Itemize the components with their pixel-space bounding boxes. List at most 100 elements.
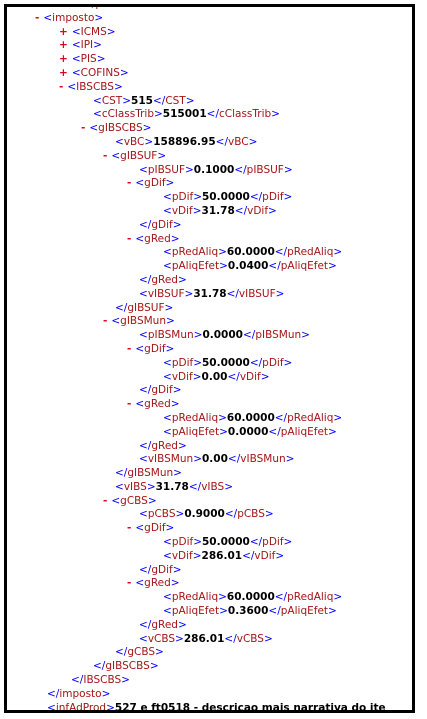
tag-name: pDif <box>171 536 194 549</box>
collapse-icon[interactable]: - <box>127 577 132 590</box>
xml-tree-row[interactable]: +<IPI> <box>7 39 412 53</box>
xml-node: -<gCBS> <box>103 495 157 509</box>
close-bracket: > <box>333 591 343 604</box>
open-bracket: < <box>111 494 121 507</box>
close-bracket: > <box>283 536 293 549</box>
xml-tree-row: </gIBSUF> <box>7 302 412 316</box>
collapse-icon[interactable]: - <box>127 177 132 190</box>
xml-tree-row[interactable]: -<gIBSCBS> <box>7 122 412 136</box>
close-bracket: > <box>122 94 132 107</box>
open-bracket: </ <box>274 591 288 604</box>
collapse-icon[interactable]: - <box>81 122 86 135</box>
xml-tree-row[interactable]: -<IBSCBS> <box>7 81 412 95</box>
open-bracket: < <box>71 66 81 79</box>
xml-tree-row[interactable]: -<gRed> <box>7 398 412 412</box>
open-bracket: </ <box>188 480 202 493</box>
expand-icon[interactable]: + <box>59 39 68 52</box>
collapse-icon[interactable]: - <box>127 232 132 245</box>
xml-tree-row: <pDif>50.0000</pDif> <box>7 357 412 371</box>
close-bracket: > <box>170 398 180 411</box>
xml-tree-row[interactable]: +<COFINS> <box>7 67 412 81</box>
closing-tag-name: pIBSMun <box>255 329 302 342</box>
expand-icon[interactable]: + <box>59 25 68 38</box>
node-value: 286.01 <box>183 632 225 645</box>
closing-tag-name: vDif <box>254 549 276 562</box>
xml-tree-row: </gRed> <box>7 440 412 454</box>
close-bracket: > <box>218 411 227 424</box>
expand-icon[interactable]: + <box>59 53 68 66</box>
collapse-icon[interactable]: - <box>103 315 108 328</box>
tag-name: gIBSMun <box>127 467 174 480</box>
xml-tree-row[interactable]: -<gRed> <box>7 577 412 591</box>
close-bracket: > <box>263 632 273 645</box>
collapse-icon[interactable]: - <box>35 11 40 24</box>
collapse-icon[interactable]: - <box>103 494 108 507</box>
xml-node: +<ICMS> <box>59 26 116 40</box>
collapse-icon[interactable]: - <box>103 149 108 162</box>
xml-tree-row[interactable]: -<gIBSMun> <box>7 315 412 329</box>
node-value: 515 <box>131 94 153 107</box>
close-bracket: > <box>333 411 343 424</box>
open-bracket: < <box>135 577 145 590</box>
xml-viewer-frame: </prod>-<imposto>+<ICMS>+<IPI>+<PIS>+<CO… <box>4 4 415 713</box>
xml-node: <vDif>286.01</vDif> <box>163 550 284 564</box>
collapse-icon[interactable]: - <box>59 80 64 93</box>
xml-node: +<COFINS> <box>59 67 129 81</box>
xml-node: <vBC>158896.95</vBC> <box>115 136 257 150</box>
xml-tree-row: </IBSCBS> <box>7 674 412 688</box>
close-bracket: > <box>192 549 202 562</box>
closing-tag-name: vDif <box>247 204 269 217</box>
collapse-icon[interactable]: - <box>127 398 132 411</box>
open-bracket: < <box>163 260 172 273</box>
open-bracket: </ <box>224 632 237 645</box>
xml-tree-row[interactable]: +<ICMS> <box>7 26 412 40</box>
xml-tree-row[interactable]: -<gDif> <box>7 343 412 357</box>
close-bracket: > <box>165 522 175 535</box>
close-bracket: > <box>219 260 228 273</box>
tag-name: pRedAliq <box>171 591 219 604</box>
expand-icon[interactable]: + <box>59 66 68 79</box>
xml-node: -<gRed> <box>127 233 180 247</box>
tag-name: gCBS <box>120 494 148 507</box>
node-value: 527 e ft0518 - descricao mais narrativa … <box>114 701 386 713</box>
tag-name: vDif <box>171 549 193 562</box>
xml-tree-row: <vCBS>286.01</vCBS> <box>7 633 412 647</box>
closing-tag-name: pDif <box>262 536 284 549</box>
close-bracket: > <box>165 177 175 190</box>
xml-tree-row[interactable]: -<gDif> <box>7 177 412 191</box>
close-bracket: > <box>166 315 175 328</box>
open-bracket: < <box>67 80 77 93</box>
xml-tree-row: <pDif>50.0000</pDif> <box>7 191 412 205</box>
xml-tree-row: <pIBSUF>0.1000</pIBSUF> <box>7 164 412 178</box>
xml-tree-row: </imposto> <box>7 688 412 702</box>
node-value: 515001 <box>162 108 207 121</box>
collapse-icon[interactable]: - <box>127 342 132 355</box>
xml-node: </gDif> <box>139 219 182 233</box>
xml-tree-row: </gIBSMun> <box>7 467 412 481</box>
xml-tree-row[interactable]: +<PIS> <box>7 53 412 67</box>
xml-node: </gIBSUF> <box>115 302 173 316</box>
xml-tree-row[interactable]: -<imposto> <box>7 12 412 26</box>
xml-tree-row[interactable]: -<gIBSUF> <box>7 150 412 164</box>
close-bracket: > <box>170 577 180 590</box>
open-bracket: < <box>135 398 145 411</box>
collapse-icon[interactable]: - <box>127 522 132 535</box>
xml-tree-row: <pAliqEfet>0.0000</pAliqEfet> <box>7 426 412 440</box>
node-value: 0.3600 <box>227 605 269 618</box>
xml-tree-row[interactable]: -<gCBS> <box>7 495 412 509</box>
open-bracket: < <box>139 163 148 176</box>
closing-tag-name: pDif <box>262 356 284 369</box>
node-value: 0.1000 <box>193 163 235 176</box>
close-bracket: > <box>101 687 111 700</box>
open-bracket: < <box>163 536 172 549</box>
xml-tree-row[interactable]: -<gDif> <box>7 522 412 536</box>
xml-tree-row: </gDif> <box>7 219 412 233</box>
xml-tree-row[interactable]: -<gRed> <box>7 233 412 247</box>
close-bracket: > <box>283 356 293 369</box>
open-bracket: </ <box>224 508 238 521</box>
close-bracket: > <box>219 605 228 618</box>
open-bracket: </ <box>227 453 241 466</box>
xml-node: <pAliqEfet>0.0400</pAliqEfet> <box>163 260 337 274</box>
xml-node: <pDif>50.0000</pDif> <box>163 536 292 550</box>
open-bracket: </ <box>234 204 248 217</box>
